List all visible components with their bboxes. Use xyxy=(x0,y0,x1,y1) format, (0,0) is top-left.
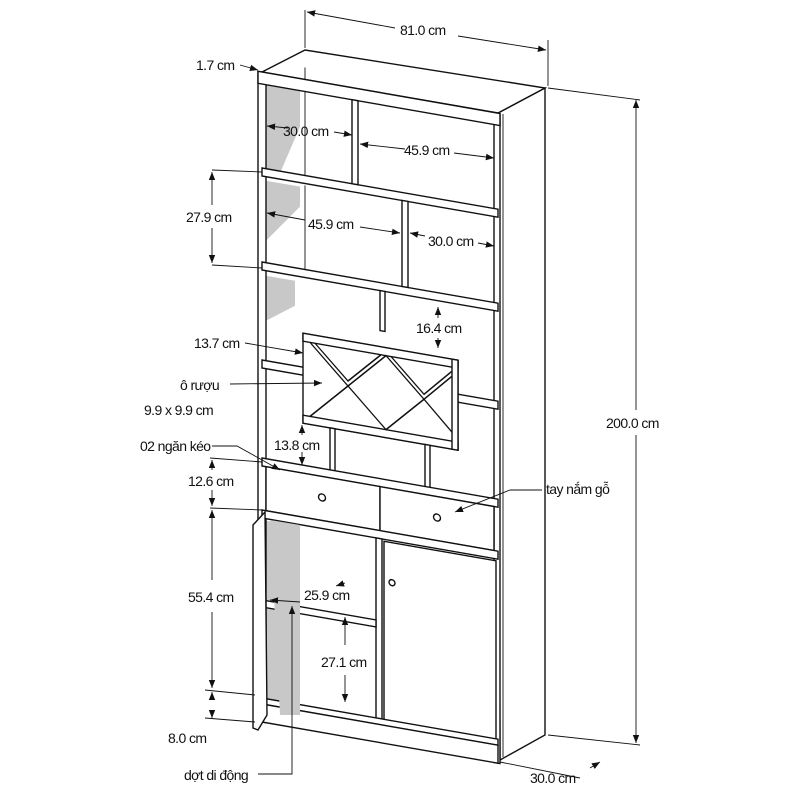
dim-top-left-width: 30.0 cm xyxy=(283,123,329,139)
dim-drawer-height: 12.6 cm xyxy=(188,473,234,489)
callout-wine-cell-size: 9.9 x 9.9 cm xyxy=(144,402,213,418)
divider-1 xyxy=(351,98,359,186)
dim-wine-box-height: 16.4 cm xyxy=(416,320,462,336)
callout-movable-shelf: dợt di động xyxy=(184,767,248,783)
dim-top-right-width: 45.9 cm xyxy=(404,142,450,158)
dim-door-section-height: 55.4 cm xyxy=(188,589,234,605)
dim-lower-gap: 13.8 cm xyxy=(274,437,320,453)
dim-board-thickness: 1.7 cm xyxy=(196,57,234,73)
callout-handle: tay nắm gỗ xyxy=(546,481,610,497)
dim-shelf-height: 27.9 cm xyxy=(186,209,232,225)
divider-2 xyxy=(401,199,409,289)
callout-wine-cell: ô rượu xyxy=(180,377,219,393)
callout-drawers: 02 ngăn kéo xyxy=(140,438,211,454)
dim-inner-shelf-height: 27.1 cm xyxy=(321,654,367,670)
dim-second-left-width: 45.9 cm xyxy=(308,216,354,232)
dimension-lines xyxy=(204,10,641,779)
dim-total-width: 81.0 cm xyxy=(400,22,446,38)
interior-divider xyxy=(375,537,383,720)
dim-inner-shelf-width: 25.9 cm xyxy=(304,587,350,603)
dim-shelf-gap: 13.7 cm xyxy=(194,335,240,351)
top-board xyxy=(257,70,501,127)
wine-rack xyxy=(302,332,459,452)
right-side-panel xyxy=(497,86,546,762)
dim-total-height: 200.0 cm xyxy=(606,415,659,431)
door-knob xyxy=(388,578,396,587)
drawer-knob-right xyxy=(432,513,442,522)
right-door xyxy=(383,540,497,742)
dim-second-right-width: 30.0 cm xyxy=(428,233,474,249)
left-door-open xyxy=(252,510,268,731)
dim-depth: 30.0 cm xyxy=(530,770,576,786)
drawer-knob-left xyxy=(317,493,327,502)
dim-plinth-height: 8.0 cm xyxy=(168,730,206,746)
